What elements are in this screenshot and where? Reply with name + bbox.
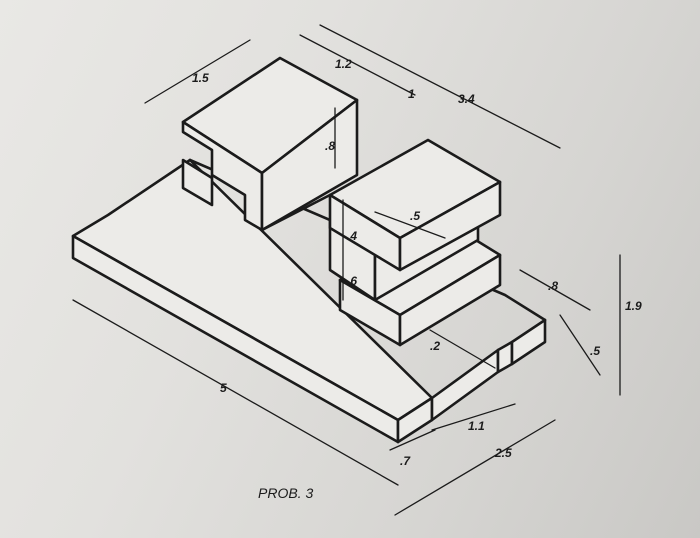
dimension-lines: [72, 24, 621, 516]
dim-line-notch: [429, 329, 496, 369]
dim-line-front-step: [389, 429, 436, 451]
dim-notch: .2: [430, 339, 440, 353]
dim-line-overall-depth: [319, 24, 561, 149]
upright-block: [181, 56, 359, 232]
problem-label: PROB. 3: [258, 485, 313, 501]
dim-overall-depth: 3.4: [458, 92, 475, 106]
dim-upright-width: 1.2: [335, 57, 352, 71]
dim-line-right-step: [519, 269, 591, 311]
base-plate: [71, 158, 547, 444]
dim-overall-height: 1.9: [625, 299, 642, 313]
dim-step-height-lower: .6: [347, 274, 357, 288]
dim-top-depth: 1.5: [192, 71, 209, 85]
dim-step-offset: .5: [410, 209, 420, 223]
dim-line-base-thickness: [559, 314, 601, 376]
dim-right-step: .8: [548, 279, 558, 293]
dim-gap: 1: [408, 87, 415, 101]
dim-base-thickness: .5: [590, 344, 600, 358]
upright-base-line: [260, 193, 332, 232]
base-right-face-2: [510, 318, 547, 366]
dim-notch-width: 1.1: [468, 419, 485, 433]
dim-line-upright-width: [299, 34, 416, 96]
small-block-front: [398, 180, 502, 272]
dim-line-step-offset: [374, 211, 446, 239]
dim-line-base-length: [72, 299, 399, 486]
dim-step-height-upper: .4: [347, 229, 357, 243]
dim-line-base-width: [394, 419, 556, 516]
dim-line-notch-width: [431, 403, 516, 431]
upright-front: [260, 98, 359, 232]
dim-line-top-depth: [144, 39, 251, 104]
dim-front-step: .7: [400, 454, 411, 468]
base-right-face-1: [430, 348, 500, 422]
dim-upright-height: .8: [325, 139, 335, 153]
dim-base-length: 5: [220, 381, 227, 395]
lower-step-front: [398, 253, 502, 347]
top-small-block: [328, 138, 502, 272]
notch-face: [496, 340, 514, 374]
dim-base-width: 2.5: [494, 446, 512, 460]
